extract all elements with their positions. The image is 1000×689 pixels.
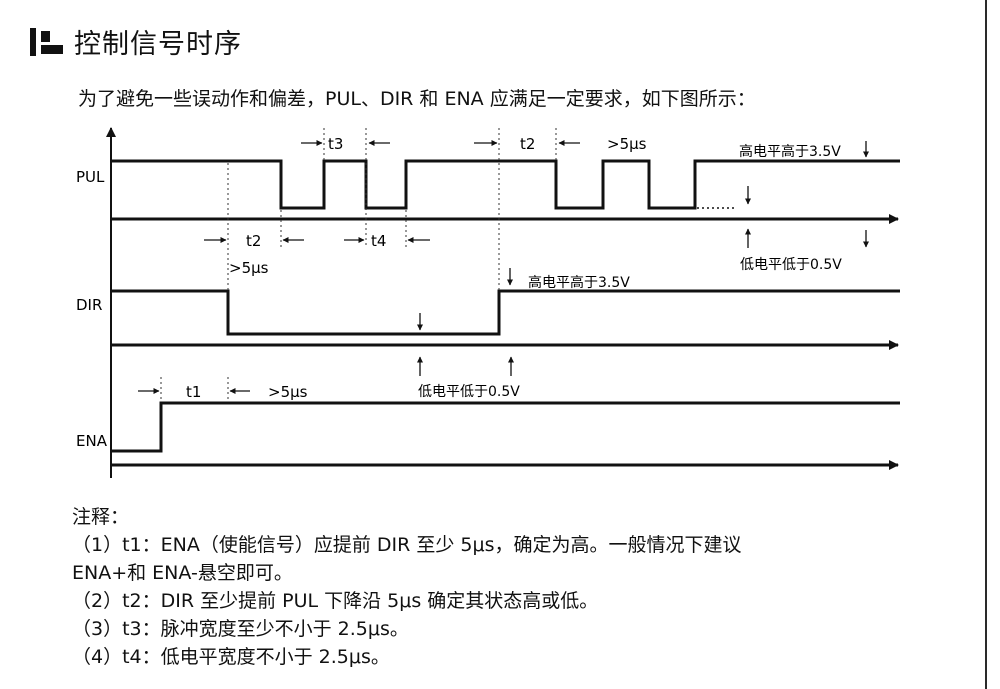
ena-waveform (111, 401, 900, 453)
pul-low-level-note: 低电平低于0.5V (740, 257, 842, 273)
notes-section: 注释： （1）t1：ENA（使能信号）应提前 DIR 至少 5μs，确定为高。一… (72, 503, 741, 671)
section-title: 控制信号时序 (74, 29, 242, 60)
t3-label: t3 (328, 135, 343, 153)
note-2: （2）t2：DIR 至少提前 PUL 下降沿 5μs 确定其状态高或低。 (72, 590, 599, 612)
ena-signal-label: ENA (76, 432, 108, 450)
note-4: （4）t4：低电平宽度不小于 2.5μs。 (72, 646, 390, 668)
pul-signal-label: PUL (76, 168, 105, 186)
note-3: （3）t3：脉冲宽度至少不小于 2.5μs。 (72, 618, 409, 640)
pul-waveform (111, 159, 900, 210)
t1-label: t1 (186, 383, 201, 401)
note-1-line-1: （1）t1：ENA（使能信号）应提前 DIR 至少 5μs，确定为高。一般情况下… (72, 534, 742, 556)
right-border-line (985, 0, 987, 689)
dir-signal-label: DIR (76, 296, 102, 314)
t4-label: t4 (371, 232, 386, 250)
dir-high-level-note: 高电平高于3.5V (528, 274, 630, 291)
t2-top-label: t2 (520, 135, 535, 153)
pul-high-level-note: 高电平高于3.5V (739, 143, 841, 160)
section-marker-icon (30, 28, 63, 56)
dir-low-level-note: 低电平低于0.5V (418, 384, 520, 400)
gt5us-pul-top-label: >5μs (607, 135, 647, 153)
note-1-line-2: ENA+和 ENA-悬空即可。 (72, 562, 293, 584)
notes-heading: 注释： (72, 506, 130, 528)
t2-low-label: t2 (246, 232, 261, 250)
gt5us-ena-label: >5μs (268, 383, 308, 401)
intro-paragraph: 为了避免一些误动作和偏差，PUL、DIR 和 ENA 应满足一定要求，如下图所示… (78, 88, 756, 110)
gt5us-pul-low-label: >5μs (229, 259, 269, 277)
dir-waveform (111, 289, 900, 336)
